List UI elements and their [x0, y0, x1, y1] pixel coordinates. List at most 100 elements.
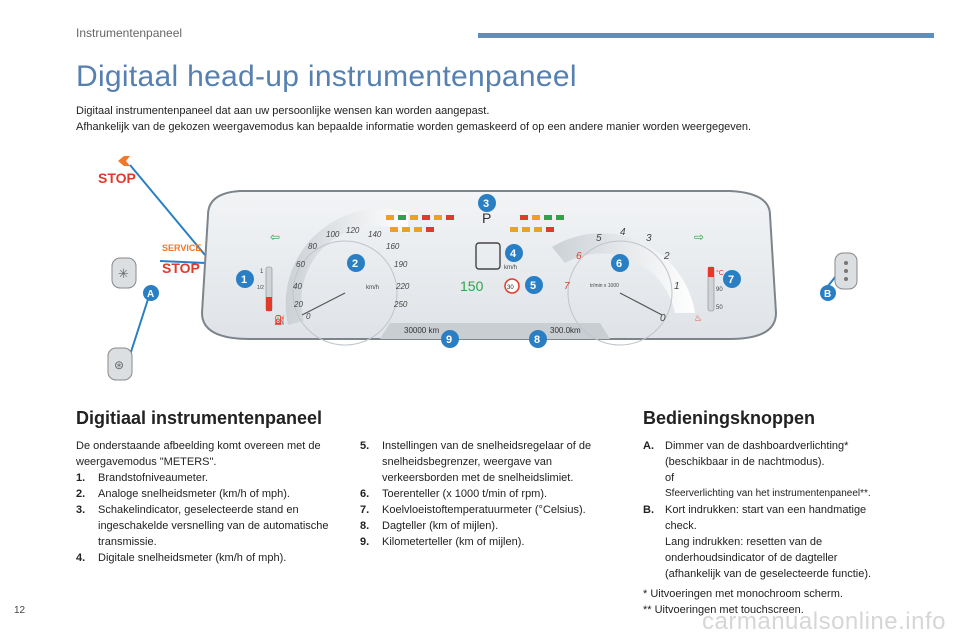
callout-8: 8 — [529, 330, 547, 348]
callout-label: 8 — [534, 334, 540, 346]
watermark: carmanualsonline.info — [702, 608, 946, 635]
callout-label: 2 — [352, 258, 358, 270]
item-number: B. — [643, 504, 654, 516]
footnote: ** Uitvoeringen met touchscreen. — [643, 604, 804, 616]
control-a-line: Dimmer van de dashboardverlichting* — [665, 440, 849, 452]
left-column-1: De onderstaande afbeelding komt overeen … — [76, 438, 338, 566]
control-a-item: A. Dimmer van de dashboardverlichting* (… — [643, 438, 913, 502]
callout-1: 1 — [236, 270, 254, 288]
callout-6: 6 — [611, 254, 629, 272]
speed-tick: 250 — [393, 300, 408, 309]
digital-speed: 150 — [460, 278, 484, 294]
speed-tick: 80 — [308, 242, 317, 251]
section-title-instrumentenpaneel: Digitiaal instrumentenpaneel — [76, 408, 323, 428]
temp-tick: 50 — [716, 305, 723, 311]
temp-tick: 90 — [716, 287, 723, 293]
intro-line-1: Digitaal instrumentenpaneel dat aan uw p… — [76, 105, 490, 117]
intro-line-2: Afhankelijk van de gekozen weergavemodus… — [76, 121, 752, 133]
speedometer — [285, 208, 408, 346]
left-intro: De onderstaande afbeelding komt overeen … — [76, 440, 321, 468]
fuel-pump-icon: ⛽ — [274, 314, 285, 325]
speed-tick: 190 — [394, 260, 408, 269]
callout-3: 3 — [478, 194, 496, 212]
callout-label: 1 — [241, 274, 247, 286]
speed-unit: km/h — [366, 285, 379, 291]
rpm-tick: 7 — [564, 281, 570, 292]
list-item: 5.Instellingen van de snelheidsregelaar … — [360, 438, 622, 486]
steering-icon: ⊛ — [114, 358, 124, 372]
bottom-strip — [380, 323, 610, 339]
item-text: Digitale snelheidsmeter (km/h of mph). — [98, 552, 287, 564]
item-number: 9. — [360, 536, 370, 548]
control-b-line: Lang indrukken: resetten van de — [665, 536, 823, 548]
page-number: 12 — [14, 605, 26, 616]
rpm-tick: 2 — [663, 251, 670, 262]
temperature-gauge: °C 90 50 ♨ — [694, 266, 724, 323]
speed-tick: 100 — [326, 230, 340, 239]
dimmer-button[interactable]: ✳ — [111, 257, 137, 289]
running-header: Instrumentenpaneel — [76, 26, 183, 40]
callout-a — [143, 285, 159, 301]
item-number: A. — [643, 440, 654, 452]
control-a-line: (beschikbaar in de nachtmodus). — [665, 456, 825, 468]
item-text: Analoge snelheidsmeter (km/h of mph). — [98, 488, 290, 500]
service-stop-label: STOP — [162, 260, 200, 276]
callout-4: 4 — [505, 244, 523, 262]
bottom-button[interactable]: ⊛ — [107, 347, 133, 381]
callout-b-label: B — [824, 289, 831, 300]
item-number: 3. — [76, 504, 86, 516]
item-text: Koelvloeistoftemperatuurmeter (°Celsius)… — [382, 504, 586, 516]
item-text: Schakelindicator, geselecteerde stand en… — [98, 504, 329, 548]
right-arrow-icon: ⇨ — [694, 230, 704, 244]
item-text: Toerenteller (x 1000 t/min of rpm). — [382, 488, 548, 500]
header-bar — [478, 33, 934, 38]
rpm-tick: 1 — [674, 281, 680, 292]
control-b-line: (afhankelijk van de geselecteerde functi… — [665, 568, 872, 580]
list-item: 8.Dagteller (km of mijlen). — [360, 518, 622, 534]
page-title: Digitaal head-up instrumentenpaneel — [76, 60, 577, 93]
speed-tick: 20 — [293, 300, 303, 309]
instrument-panel-figure: STOP SERVICE STOP ✳ A ⊛ B 0 20 40 60 80 … — [96, 156, 858, 381]
item-number: 7. — [360, 504, 370, 516]
callout-7: 7 — [723, 270, 741, 288]
rpm-tick: 4 — [620, 227, 626, 238]
footnotes: * Uitvoeringen met monochroom scherm. **… — [643, 586, 913, 618]
callout-label: 6 — [616, 258, 622, 270]
callout-a-label: A — [147, 289, 154, 300]
callout-label: 5 — [530, 280, 536, 292]
speed-tick: 60 — [296, 260, 305, 269]
list-item: 3. Schakelindicator, geselecteerde stand … — [76, 502, 338, 550]
digital-speed-unit: km/h — [504, 265, 517, 271]
list-item: 7. Koelvloeistoftemperatuurmeter (°Celsiu… — [360, 502, 622, 518]
callout-label: 7 — [728, 274, 734, 286]
rpm-tick: 6 — [576, 251, 582, 262]
stop-label: STOP — [98, 170, 136, 186]
item-text: Dagteller (km of mijlen). — [382, 520, 499, 532]
item-number: 1. — [76, 472, 86, 484]
speed-tick: 120 — [346, 226, 360, 235]
service-label: SERVICE — [162, 243, 201, 253]
warning-lights-row — [386, 215, 564, 232]
callout-label: 4 — [510, 248, 517, 260]
trip-readout: 30000 km — [404, 326, 439, 335]
callout-label: 9 — [446, 334, 452, 346]
tachometer — [552, 233, 695, 346]
list-item: 9.Kilometerteller (km of mijlen). — [360, 534, 622, 550]
control-b-line: onderhoudsindicator of de dagteller — [665, 552, 838, 564]
item-text: Brandstofniveaumeter. — [98, 472, 209, 484]
fuel-gauge: 1 1/2 ⛽ — [257, 266, 285, 325]
item-number: 6. — [360, 488, 370, 500]
callout-9: 9 — [441, 330, 459, 348]
rpm-unit: tr/min x 1000 — [590, 283, 619, 289]
odo-readout: 300.0km — [550, 326, 581, 335]
control-b-line: Kort indrukken: start van een handmatige — [665, 504, 867, 516]
check-button[interactable] — [834, 252, 858, 290]
digital-speed-box — [475, 242, 501, 270]
speed-limit-sign — [504, 278, 520, 294]
control-a-line: of — [665, 472, 675, 484]
list-item: 2.Analoge snelheidsmeter (km/h of mph). — [76, 486, 338, 502]
callout-label: 3 — [483, 198, 489, 210]
speed-tick: 0 — [306, 312, 311, 321]
item-text: Instellingen van de snelheidsregelaar of… — [382, 440, 592, 484]
wrench-icon — [96, 156, 130, 166]
